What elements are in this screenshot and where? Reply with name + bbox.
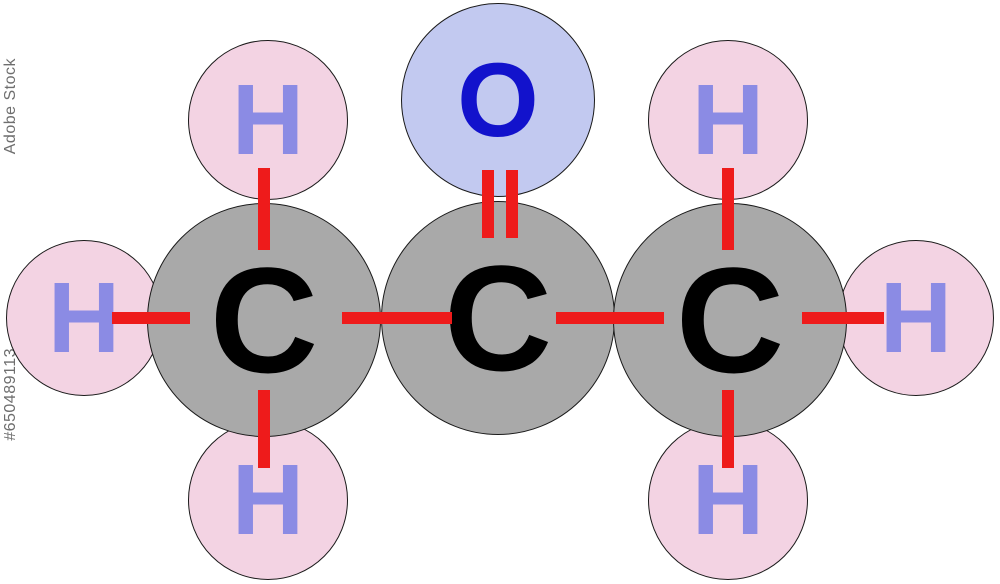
hydrogen-label: H bbox=[47, 262, 121, 374]
bond-carbon2-carbon3 bbox=[556, 312, 664, 324]
bond-hydrogen-topright-carbon3 bbox=[722, 168, 734, 250]
hydrogen-label: H bbox=[691, 64, 765, 176]
carbon-label: C bbox=[675, 236, 785, 404]
atom-oxygen: O bbox=[401, 3, 595, 197]
hydrogen-label: H bbox=[231, 64, 305, 176]
bond-carbon1-carbon2 bbox=[342, 312, 452, 324]
bond-hydrogen-left-carbon1 bbox=[112, 312, 190, 324]
watermark-image-id: #650489113 bbox=[2, 348, 19, 441]
hydrogen-label: H bbox=[879, 262, 953, 374]
oxygen-label: O bbox=[457, 41, 539, 159]
carbon-label: C bbox=[443, 234, 553, 402]
bond-carbon1-hydrogen-bottomleft bbox=[258, 390, 270, 468]
carbon-label: C bbox=[209, 236, 319, 404]
double-bond-oxygen-carbon2-line1 bbox=[482, 170, 494, 238]
bond-carbon3-hydrogen-right bbox=[802, 312, 884, 324]
bond-hydrogen-topleft-carbon1 bbox=[258, 168, 270, 250]
watermark-brand: Adobe Stock bbox=[2, 58, 19, 155]
bond-carbon3-hydrogen-bottomright bbox=[722, 390, 734, 468]
double-bond-oxygen-carbon2-line2 bbox=[506, 170, 518, 238]
